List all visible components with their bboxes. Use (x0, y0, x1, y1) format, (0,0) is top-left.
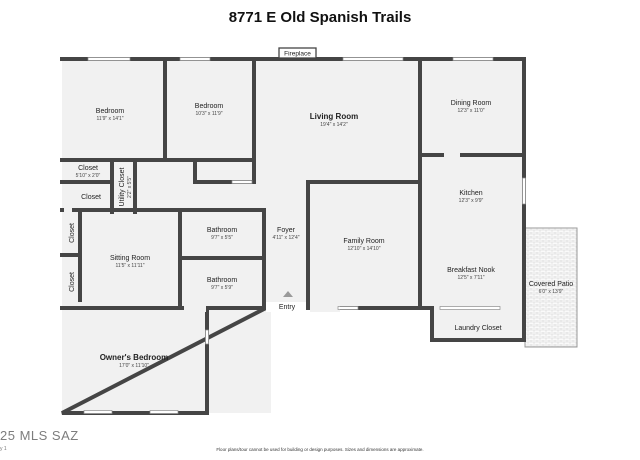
svg-text:Closet: Closet (81, 194, 101, 201)
svg-text:Owner's Bedroom: Owner's Bedroom (100, 353, 169, 362)
svg-text:6'0" x 13'9": 6'0" x 13'9" (539, 289, 564, 295)
windows (83, 57, 526, 414)
svg-text:4'11" x 12'4": 4'11" x 12'4" (272, 235, 299, 241)
room-bedroom-a: Bedroom 11'9" x 14'1" (96, 108, 125, 122)
room-utility-closet: Utility Closet 2'2" x 5'5" (119, 168, 133, 207)
room-breakfast-nook: Breakfast Nook 12'5" x 7'11" (447, 267, 495, 281)
svg-text:9'7" x 5'9": 9'7" x 5'9" (211, 285, 233, 291)
room-closet-c: Closet (69, 223, 76, 243)
room-kitchen: Kitchen 12'3" x 9'9" (459, 190, 484, 204)
room-owners-bedroom: Owner's Bedroom 17'0" x 11'10" (100, 353, 169, 369)
room-closet-b: Closet (81, 194, 101, 201)
svg-text:Kitchen: Kitchen (459, 190, 482, 197)
svg-text:11'9" x 14'1": 11'9" x 14'1" (96, 116, 123, 122)
svg-text:19'4" x 14'2": 19'4" x 14'2" (320, 122, 348, 128)
svg-text:Sitting Room: Sitting Room (110, 255, 150, 262)
svg-text:2'2" x 5'5": 2'2" x 5'5" (127, 176, 133, 198)
entry-arrow-icon (283, 291, 293, 297)
svg-text:Laundry Closet: Laundry Closet (454, 325, 501, 332)
room-laundry-closet: Laundry Closet (454, 325, 501, 332)
room-dining-room: Dining Room 12'3" x 11'0" (451, 100, 492, 114)
fireplace-box (278, 47, 317, 59)
room-bedroom-b: Bedroom 10'3" x 11'9" (195, 103, 224, 117)
openings (64, 207, 340, 312)
svg-text:Living Room: Living Room (310, 112, 358, 121)
room-foyer: Foyer 4'11" x 12'4" (272, 227, 299, 241)
svg-text:Foyer: Foyer (277, 227, 296, 234)
svg-text:Bedroom: Bedroom (195, 103, 224, 110)
room-living-room: Living Room 19'4" x 14'2" (310, 112, 358, 128)
fireplace-label: Fireplace (284, 51, 311, 58)
svg-text:Bathroom: Bathroom (207, 227, 238, 234)
walls (60, 57, 526, 415)
watermark-subtext: y 1 (0, 446, 7, 452)
svg-text:9'7" x 5'5": 9'7" x 5'5" (211, 235, 233, 241)
svg-text:Bedroom: Bedroom (96, 108, 125, 115)
room-family-room: Family Room 12'10" x 14'10" (343, 238, 384, 252)
svg-text:Utility Closet: Utility Closet (119, 168, 126, 207)
svg-text:Closet: Closet (69, 272, 76, 292)
disclaimer-text: Floor plans/tour cannot be used for buil… (216, 447, 424, 452)
entry-label: Entry (279, 304, 296, 311)
svg-text:Closet: Closet (69, 223, 76, 243)
room-bathroom-a: Bathroom 9'7" x 5'5" (207, 227, 238, 241)
room-closet-a: Closet 5'10" x 2'0" (76, 165, 101, 179)
svg-text:Closet: Closet (78, 165, 98, 172)
svg-text:12'3" x 9'9": 12'3" x 9'9" (459, 198, 484, 204)
room-sitting-room: Sitting Room 11'5" x 11'11" (110, 255, 150, 269)
svg-text:10'3" x 11'9": 10'3" x 11'9" (195, 111, 222, 117)
room-bathroom-b: Bathroom 9'7" x 5'9" (207, 277, 238, 291)
svg-text:Covered Patio: Covered Patio (529, 281, 573, 288)
svg-text:Dining Room: Dining Room (451, 100, 492, 107)
svg-text:17'0" x 11'10": 17'0" x 11'10" (119, 363, 149, 369)
svg-text:Family Room: Family Room (343, 238, 384, 245)
svg-text:12'3" x 11'0": 12'3" x 11'0" (457, 108, 484, 114)
svg-text:11'5" x 11'11": 11'5" x 11'11" (115, 263, 144, 269)
svg-text:Bathroom: Bathroom (207, 277, 238, 284)
plan-title: 8771 E Old Spanish Trails (228, 9, 412, 26)
svg-text:5'10" x 2'0": 5'10" x 2'0" (76, 173, 101, 179)
room-covered-patio: Covered Patio 6'0" x 13'9" (529, 281, 573, 295)
svg-text:12'10" x 14'10": 12'10" x 14'10" (348, 246, 381, 252)
svg-text:12'5" x 7'11": 12'5" x 7'11" (457, 275, 484, 281)
svg-text:Breakfast Nook: Breakfast Nook (447, 267, 495, 274)
mls-watermark: 25 MLS SAZ (0, 428, 79, 443)
room-closet-d: Closet (69, 272, 76, 292)
